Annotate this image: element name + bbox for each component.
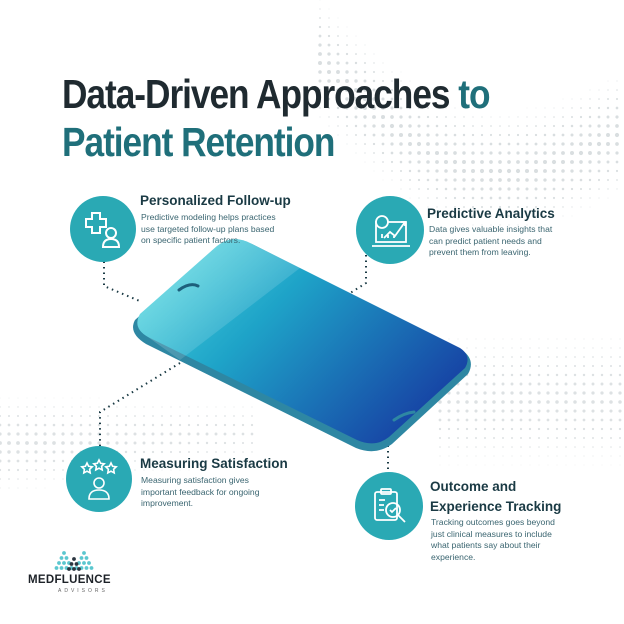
brand-subtitle: ADVISORS (58, 588, 108, 594)
predictive-analytics-text: Data gives valuable insights that can pr… (429, 224, 553, 258)
measuring-satisfaction-icon-circle (66, 446, 132, 512)
analytics-chart-icon (372, 215, 410, 247)
page-title: Data-Driven Approaches to Patient Retent… (62, 70, 491, 166)
personalized-followup-text: Predictive modeling helps practices use … (141, 212, 276, 246)
phone-body (133, 239, 471, 452)
predictive-analytics-heading: Predictive Analytics (427, 206, 555, 221)
measuring-satisfaction-text: Measuring satisfaction gives important f… (141, 475, 260, 509)
star-rating-person-icon (80, 458, 118, 500)
medfluence-logo-icon (54, 551, 94, 571)
outcome-tracking-icon-circle (355, 472, 423, 540)
brand-name: MEDFLUENCE (28, 574, 111, 586)
connector-lines (99, 245, 389, 472)
title-line-1: Data-Driven Approaches (62, 71, 451, 117)
predictive-analytics-icon-circle (356, 196, 424, 264)
personalized-followup-heading: Personalized Follow-up (140, 193, 291, 208)
title-line-2: Patient Retention (62, 119, 335, 165)
personalized-followup-icon-circle (70, 196, 136, 262)
medical-cross-person-icon (85, 212, 121, 248)
measuring-satisfaction-heading: Measuring Satisfaction (140, 456, 288, 471)
title-connector: to (458, 71, 490, 117)
outcome-tracking-heading: Outcome and Experience Tracking (430, 479, 562, 514)
clipboard-magnifier-icon (374, 488, 406, 523)
outcome-tracking-text: Tracking outcomes goes beyond just clini… (431, 517, 555, 562)
